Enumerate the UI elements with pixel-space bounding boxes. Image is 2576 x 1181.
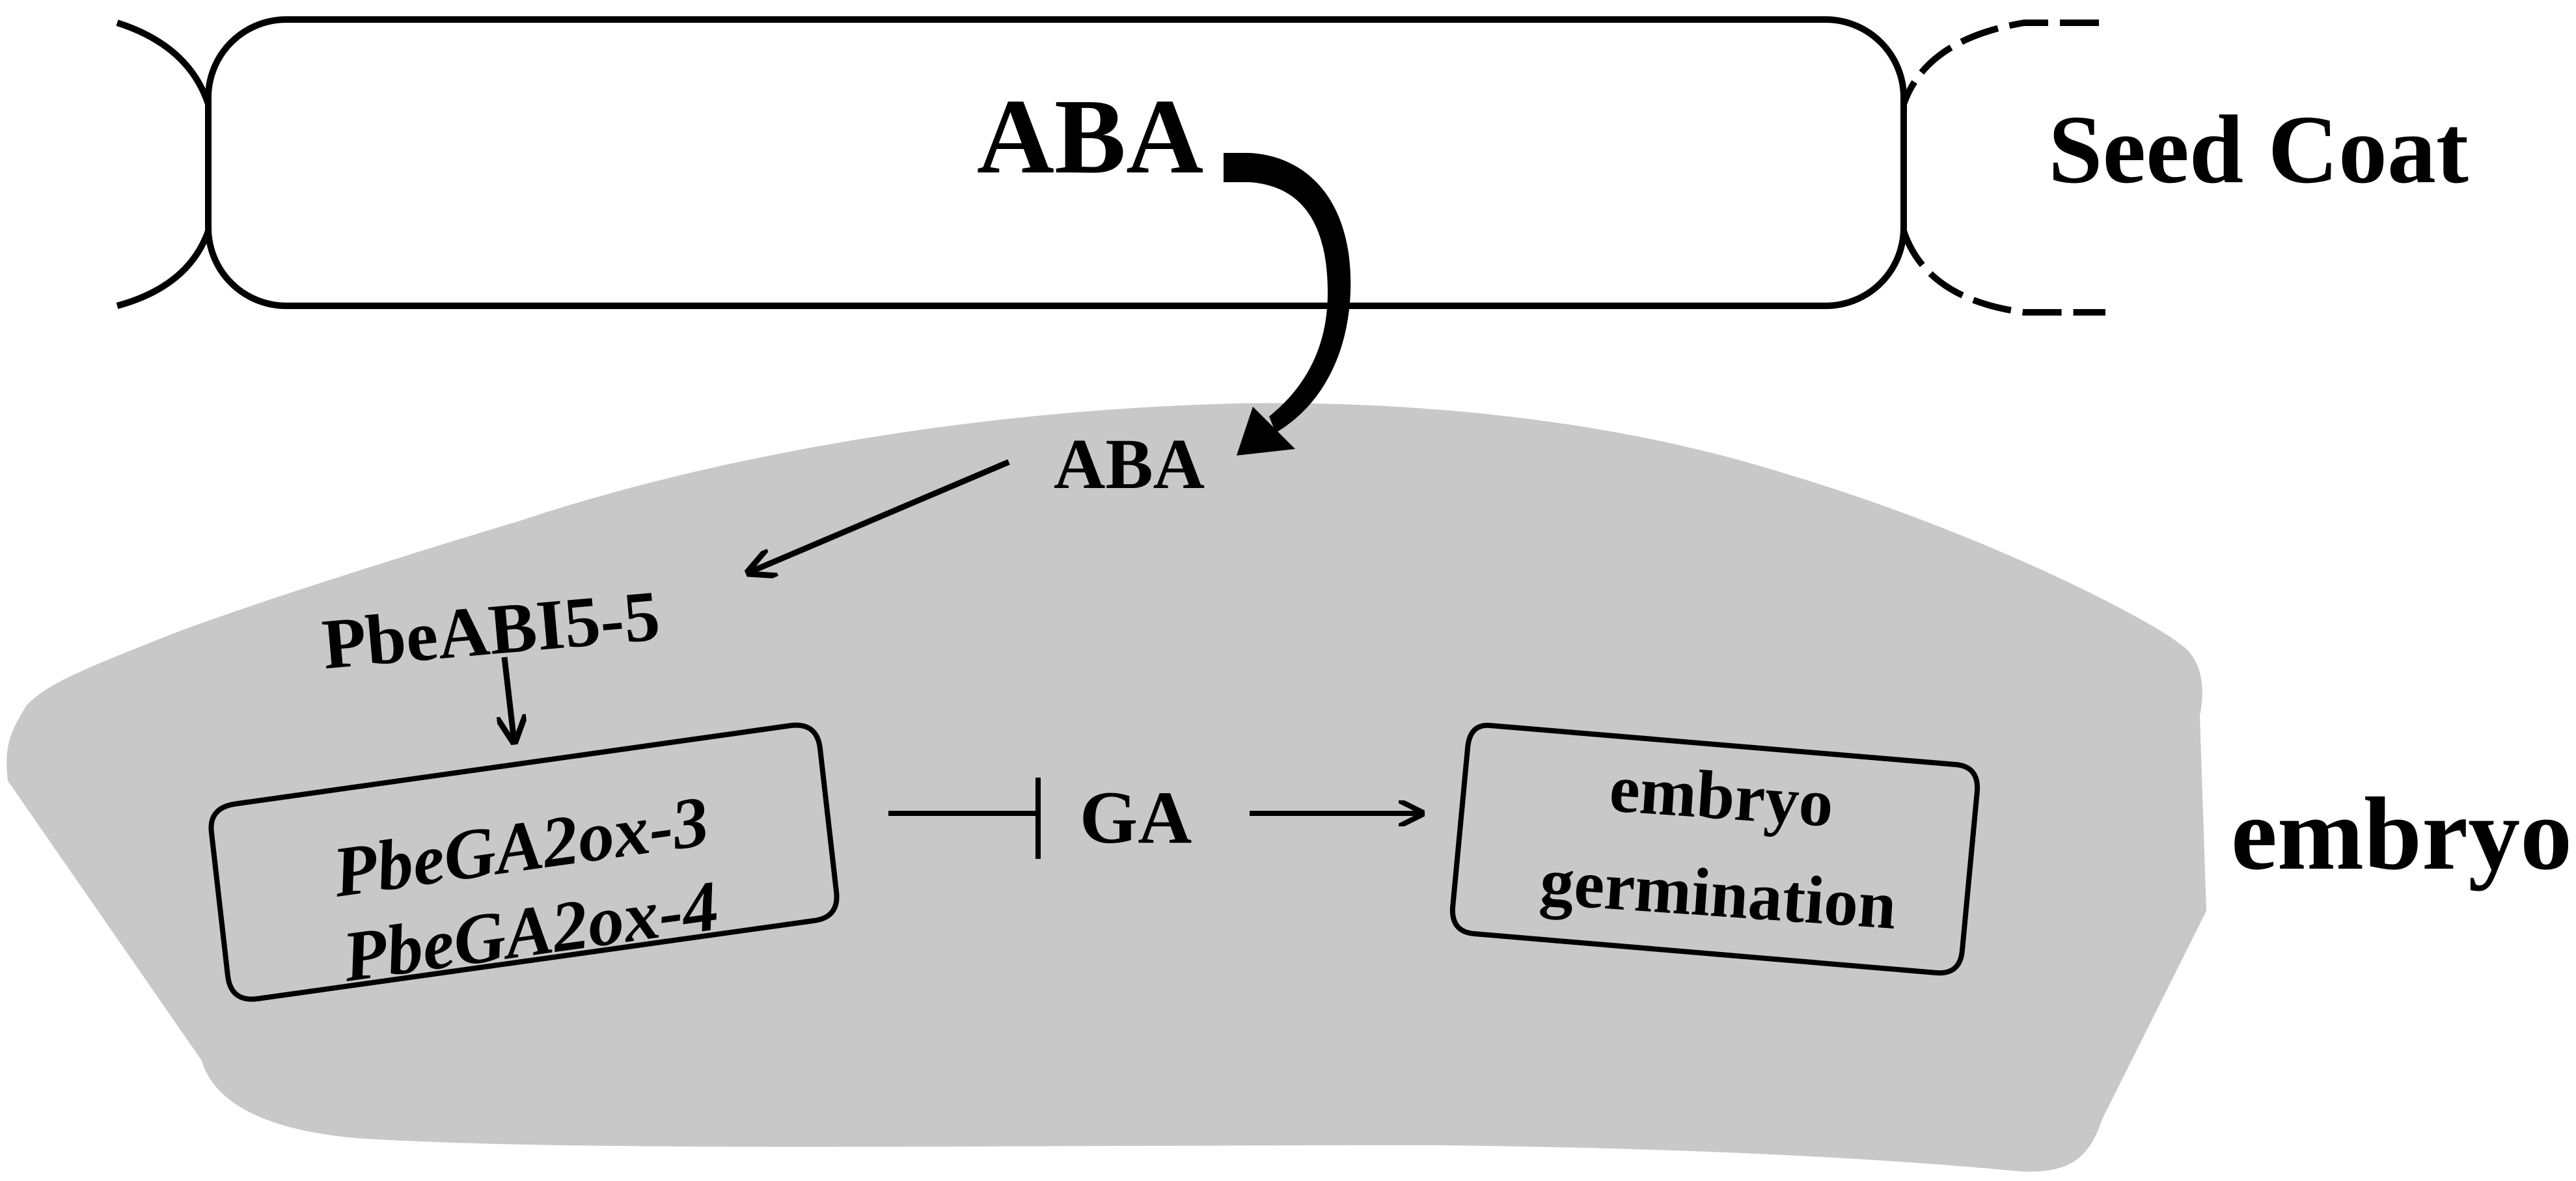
aba-transport-arrow [1224, 153, 1351, 433]
seed-coat-left-bracket [116, 20, 212, 309]
germination-line1: embryo [1607, 750, 1835, 841]
seed-coat-label: Seed Coat [2048, 96, 2469, 204]
seed-coat-aba-label: ABA [977, 77, 1203, 196]
embryo-shape [7, 403, 2206, 1172]
embryo-aba-label: ABA [1054, 424, 1205, 504]
seed-coat-right-bracket [1900, 20, 2105, 316]
abi-to-ga2ox-arrow [504, 657, 514, 742]
germination-box [1449, 722, 1980, 976]
ga2ox-box [208, 722, 840, 1002]
aba-to-abi-arrow [748, 459, 1010, 573]
embryo-label: embryo [2231, 776, 2572, 891]
seed-coat-box [205, 16, 1907, 309]
ga-label: GA [1080, 776, 1192, 859]
aba-transport-arrowhead [1237, 407, 1295, 455]
